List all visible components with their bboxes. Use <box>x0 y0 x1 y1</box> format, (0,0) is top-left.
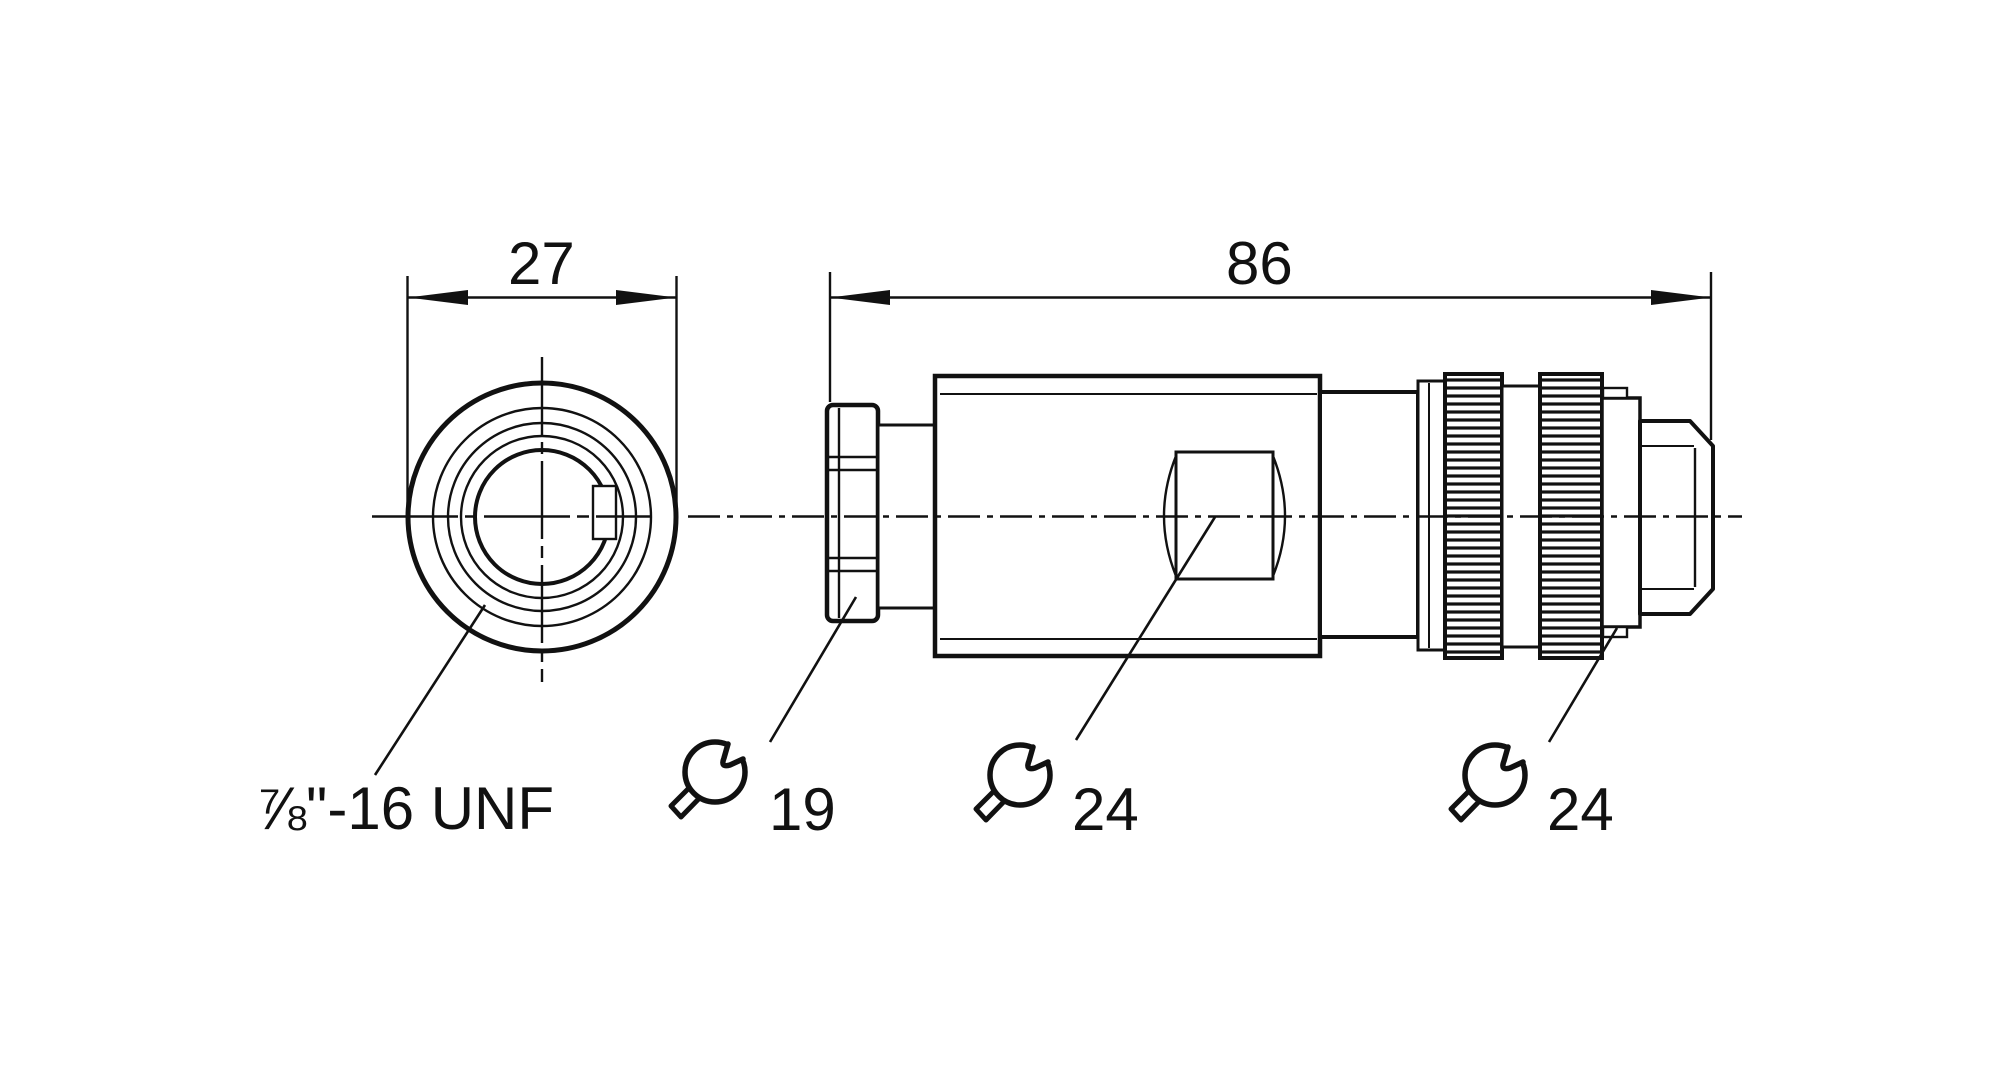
wrench-size-24-coupling-label: 24 <box>1547 776 1614 843</box>
front-keyway <box>591 484 618 541</box>
dim-86-arrow-right <box>1651 290 1711 305</box>
dimension-27-label: 27 <box>508 230 575 297</box>
thread-leader-line <box>373 604 487 776</box>
body-leader-line <box>1074 516 1217 741</box>
dimension-27 <box>406 276 678 514</box>
dimension-86-label: 86 <box>1226 230 1293 297</box>
wrench-size-19-label: 19 <box>769 776 836 843</box>
back-nut-leader-line <box>768 596 858 743</box>
dim-27-arrow-left <box>408 290 468 305</box>
dim-27-arrow-right <box>616 290 676 305</box>
dimension-86 <box>828 272 1713 440</box>
side-back-nut <box>824 402 881 624</box>
dim-86-arrow-left <box>830 290 890 305</box>
wrench-icon <box>1451 721 1549 820</box>
coupling-leader-line <box>1547 627 1619 743</box>
wrench-icon <box>976 721 1074 820</box>
side-washer <box>1600 386 1642 639</box>
wrench-size-24-body-label: 24 <box>1072 776 1139 843</box>
wrench-icon <box>671 718 769 817</box>
centerlines <box>372 357 1742 682</box>
side-sleeve <box>1318 390 1420 639</box>
thread-spec-label: ⅞"-16 UNF <box>256 775 555 842</box>
leader-lines <box>373 516 1619 776</box>
